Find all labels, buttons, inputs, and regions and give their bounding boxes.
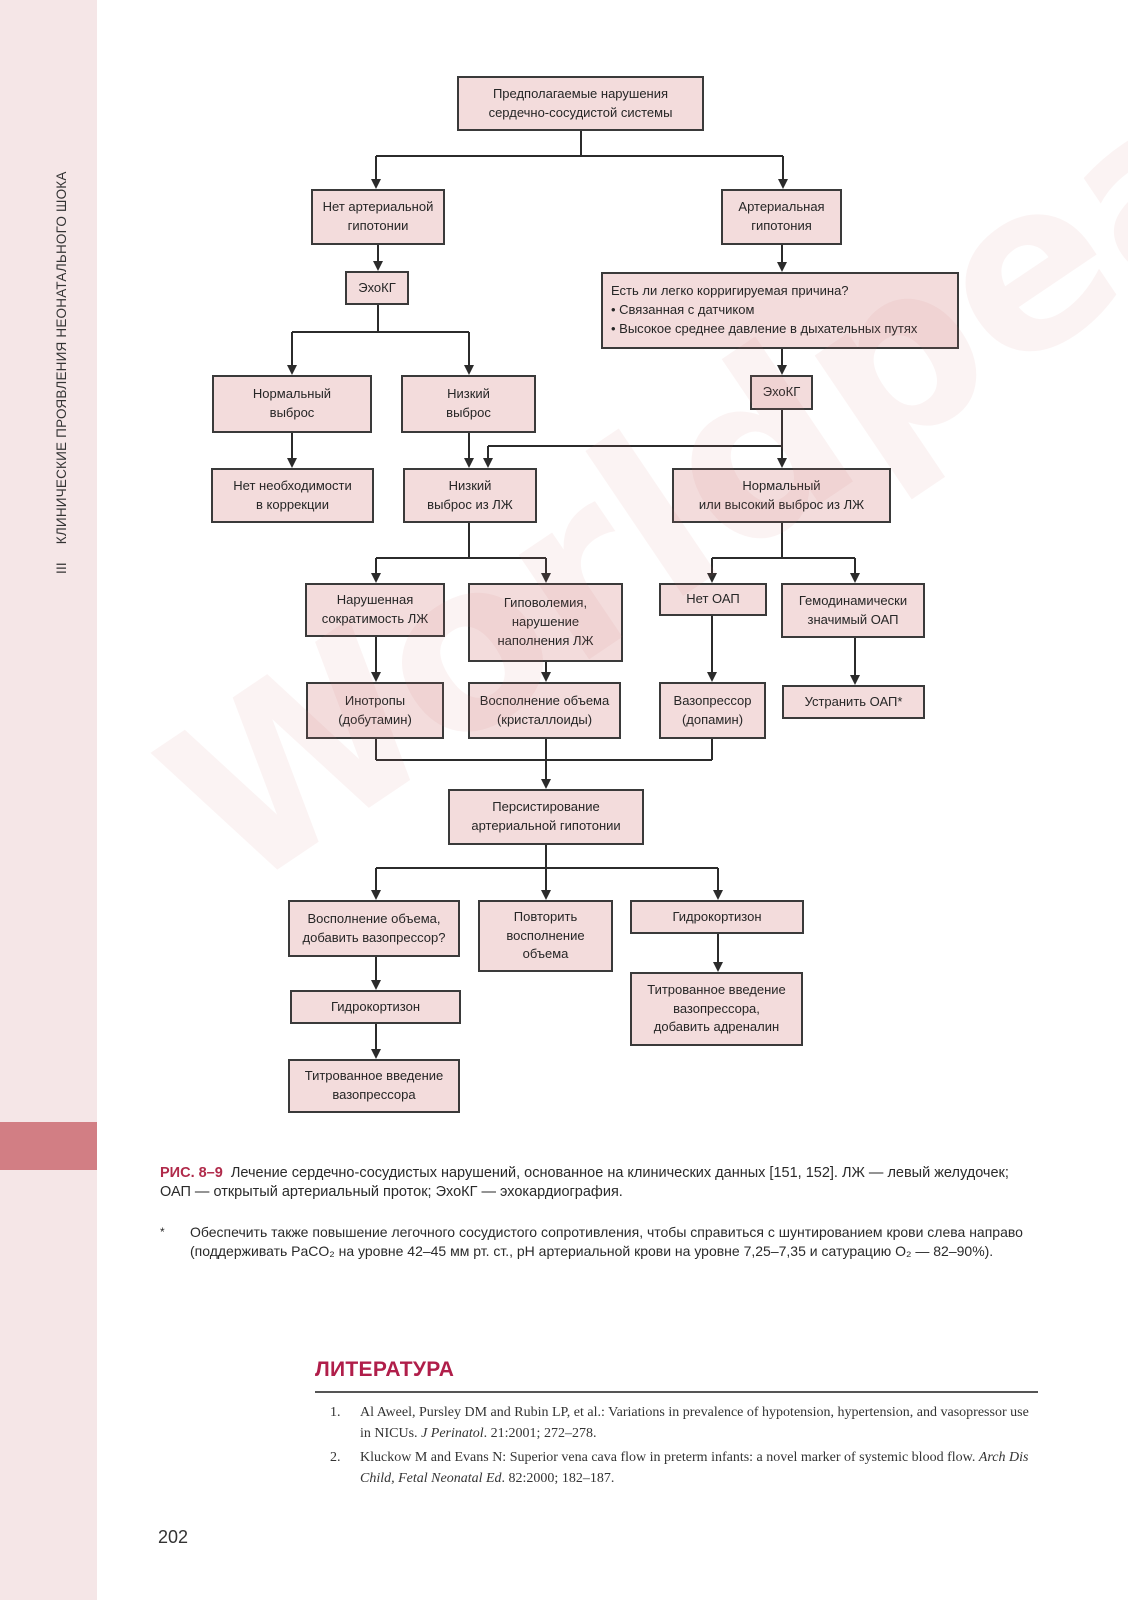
figure-caption: РИС. 8–9 Лечение сердечно-сосудистых нар…	[160, 1164, 1040, 1202]
reference-text: Kluckow M and Evans N: Superior vena cav…	[360, 1450, 979, 1465]
persistent-hypotension-box: Персистирование артериальной гипотонии	[448, 789, 644, 845]
hydrocortisone-right-box: Гидрокортизон	[630, 900, 804, 934]
side-margin-band	[0, 0, 97, 1600]
no-hypotension-box: Нет артериальной гипотонии	[311, 189, 445, 245]
reference-tail: . 82:2000; 182–187.	[501, 1471, 615, 1486]
significant-pda-box: Гемодинамически значимый ОАП	[781, 583, 925, 638]
no-correction-box: Нет необходимости в коррекции	[211, 468, 374, 523]
reference-journal: J Perinatol	[421, 1426, 484, 1441]
repeat-volume-box: Повторить восполнение объема	[478, 900, 613, 972]
reference-item: 2. Kluckow M and Evans N: Superior vena …	[330, 1447, 1040, 1489]
titrate-vasopressor-box: Титрованное введение вазопрессора	[288, 1059, 460, 1113]
echo-right-box: ЭхоКГ	[750, 375, 813, 410]
footnote: * Обеспечить также повышение легочного с…	[160, 1223, 1040, 1261]
vasopressor-dopamine-box: Вазопрессор (допамин)	[659, 682, 766, 739]
reference-journal: Arch Dis Child, Fetal Neonatal Ed	[360, 1450, 1029, 1486]
flowchart-connectors	[287, 131, 860, 1059]
references-rule	[315, 1391, 1038, 1393]
footnote-text: Обеспечить также повышение легочного сос…	[190, 1224, 1023, 1259]
echo-left-box: ЭхоКГ	[345, 271, 409, 305]
side-margin-tab	[0, 1122, 97, 1170]
reference-text: Al Aweel, Pursley DM and Rubin LP, et al…	[360, 1405, 1029, 1441]
normal-output-box: Нормальный выброс	[212, 375, 372, 433]
page-number: 202	[158, 1527, 189, 1547]
hypovolemia-box: Гиповолемия, нарушение наполнения ЛЖ	[468, 583, 623, 662]
reference-number: 2.	[330, 1450, 341, 1465]
footnote-mark: *	[160, 1225, 165, 1239]
inotropes-box: Инотропы (добутамин)	[306, 682, 444, 739]
low-lv-output-box: Низкий выброс из ЛЖ	[403, 468, 537, 523]
figure-label: РИС. 8–9	[160, 1165, 223, 1181]
correctable-cause-box: Есть ли легко корригируемая причина? • С…	[601, 272, 959, 349]
suspected-cv-disorders-box: Предполагаемые нарушения сердечно-сосуди…	[457, 76, 704, 131]
no-pda-box: Нет ОАП	[659, 583, 767, 616]
hypotension-box: Артериальная гипотония	[721, 189, 842, 245]
low-output-box: Низкий выброс	[401, 375, 536, 433]
volume-crystalloids-box: Восполнение объема (кристаллоиды)	[468, 682, 621, 739]
volume-add-vasopressor-box: Восполнение объема, добавить вазопрессор…	[288, 900, 460, 957]
flowchart: Предполагаемые нарушения сердечно-сосуди…	[211, 76, 959, 1113]
reference-item: 1. Al Aweel, Pursley DM and Rubin LP, et…	[330, 1402, 1040, 1444]
hydrocortisone-left-box: Гидрокортизон	[290, 990, 461, 1024]
reference-tail: . 21:2001; 272–278.	[483, 1426, 597, 1441]
references-heading: ЛИТЕРАТУРА	[315, 1358, 455, 1381]
normal-high-lv-output-box: Нормальный или высокий выброс из ЛЖ	[672, 468, 891, 523]
close-pda-box: Устранить ОАП*	[782, 685, 925, 719]
references-list: 1. Al Aweel, Pursley DM and Rubin LP, et…	[330, 1402, 1040, 1492]
titrate-add-adrenaline-box: Титрованное введение вазопрессора, добав…	[630, 972, 803, 1046]
figure-caption-text: Лечение сердечно-сосудистых нарушений, о…	[160, 1165, 1009, 1200]
reference-number: 1.	[330, 1405, 341, 1420]
impaired-contractility-box: Нарушенная сократимость ЛЖ	[305, 583, 445, 637]
